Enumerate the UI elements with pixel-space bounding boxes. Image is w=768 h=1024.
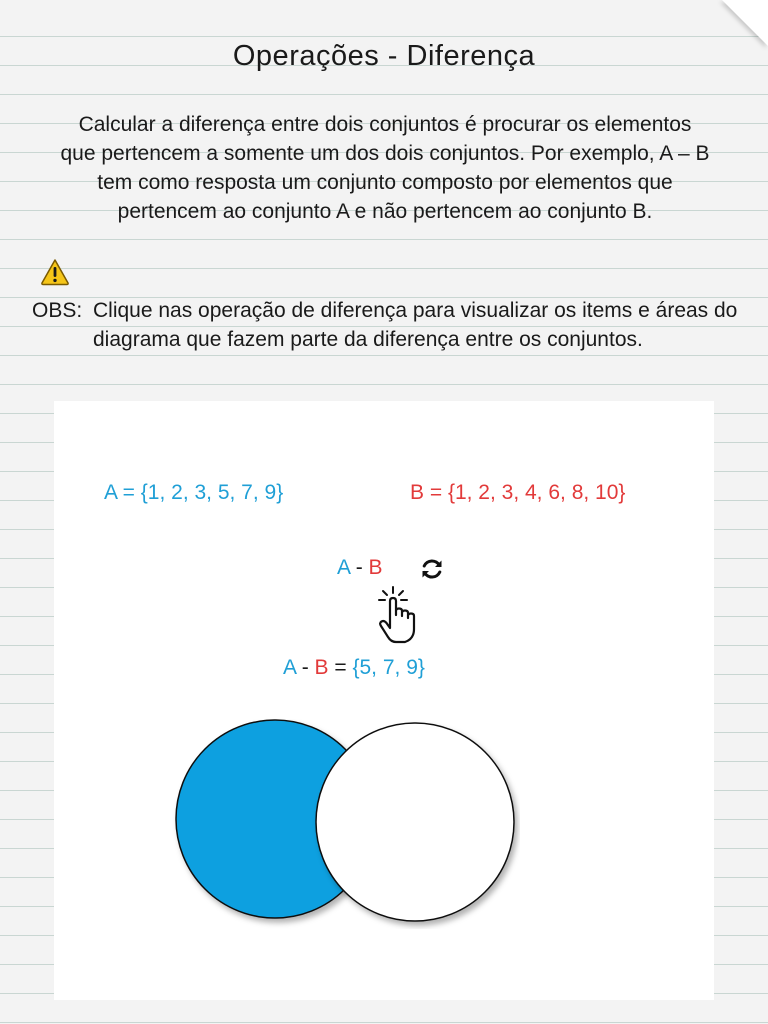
venn-diagram (175, 719, 515, 922)
obs-text: Clique nas operação de diferença para vi… (93, 299, 738, 351)
venn-circle-b[interactable] (315, 722, 515, 922)
difference-operation-button[interactable]: A - B (337, 556, 383, 580)
obs-note: OBS: Clique nas operação de diferença pa… (32, 296, 752, 354)
page-title: Operações - Diferença (232, 40, 536, 72)
result-left: A (283, 656, 296, 679)
page-corner-fold (722, 0, 768, 46)
difference-result: A - B = {5, 7, 9} (283, 656, 425, 680)
set-b-definition: B = {1, 2, 3, 4, 6, 8, 10} (410, 481, 626, 504)
operation-sep: - (349, 556, 369, 579)
refresh-icon[interactable] (419, 556, 445, 582)
result-value: {5, 7, 9} (352, 656, 425, 679)
operation-right: B (368, 556, 383, 579)
result-eq: = (328, 656, 353, 679)
intro-paragraph: Calcular a diferença entre dois conjunto… (60, 113, 710, 223)
obs-label: OBS: (32, 299, 83, 322)
result-sep: - (295, 656, 315, 679)
result-right: B (314, 656, 329, 679)
tap-hand-icon (378, 586, 416, 644)
diagram-card: A = {1, 2, 3, 5, 7, 9} B = {1, 2, 3, 4, … (54, 401, 714, 1000)
warning-icon (41, 259, 69, 286)
operation-left: A (337, 556, 350, 579)
set-a-definition: A = {1, 2, 3, 5, 7, 9} (104, 481, 284, 504)
